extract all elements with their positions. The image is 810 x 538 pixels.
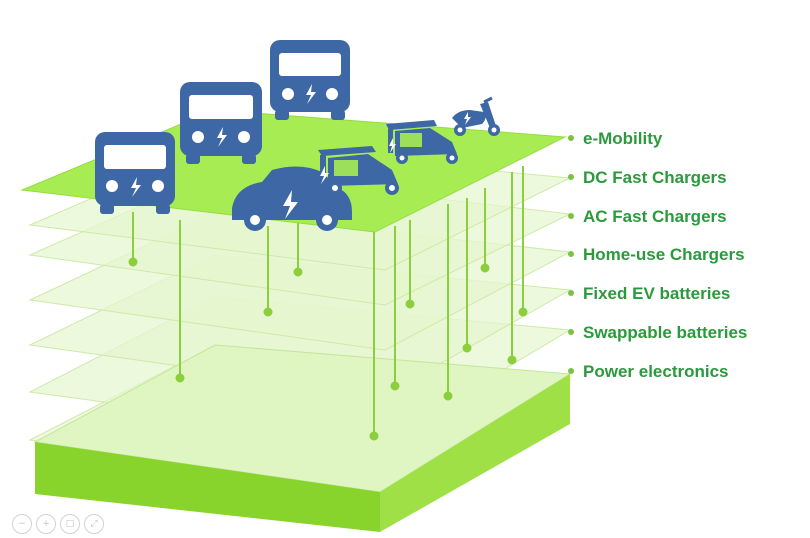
zoom-out-icon[interactable]: − xyxy=(12,514,32,534)
fullscreen-icon[interactable]: ⤢ xyxy=(84,514,104,534)
layer-label-dc-fast-chargers: DC Fast Chargers xyxy=(568,168,727,188)
connector-poles xyxy=(128,166,528,441)
layer-label-swappable-batteries: Swappable batteries xyxy=(568,323,747,343)
base-block xyxy=(33,344,572,532)
layer-label-fixed-ev-batteries: Fixed EV batteries xyxy=(568,284,730,304)
bullet-dot xyxy=(568,367,574,374)
bullet-dot xyxy=(568,250,574,257)
layer-label-home-use-chargers: Home-use Chargers xyxy=(568,245,745,265)
bus-icon xyxy=(95,132,175,214)
bullet-dot xyxy=(568,134,574,141)
bullet-dot xyxy=(568,212,574,219)
layer-label-ac-fast-chargers: AC Fast Chargers xyxy=(568,207,727,227)
bus-icon xyxy=(180,82,262,164)
fit-icon[interactable]: □ xyxy=(60,514,80,534)
zoom-in-icon[interactable]: + xyxy=(36,514,56,534)
bullet-dot xyxy=(568,289,574,296)
base-block-side xyxy=(380,374,570,532)
layer-label-power-electronics: Power electronics xyxy=(568,362,729,382)
layer-label-e-mobility: e-Mobility xyxy=(568,129,662,149)
bullet-dot xyxy=(568,173,574,180)
base-block-front xyxy=(35,442,380,532)
bullet-dot xyxy=(568,328,574,335)
scooter-icon xyxy=(452,96,500,136)
rickshaw-icon xyxy=(318,146,399,195)
viewer-controls: − + □ ⤢ xyxy=(12,514,104,534)
rickshaw-icon xyxy=(386,120,458,164)
bus-icon xyxy=(270,40,350,120)
